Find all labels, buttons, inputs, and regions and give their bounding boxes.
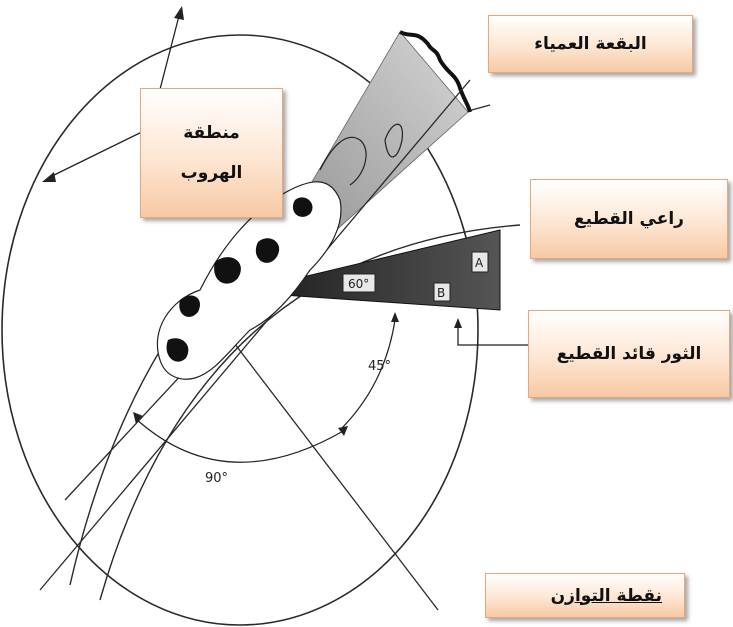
blind-spot-label: البقعة العمياء xyxy=(488,15,693,73)
angle-side-label: 45° xyxy=(368,359,391,374)
flight-zone-text-line2: الهروب xyxy=(180,163,243,183)
marker-box-a xyxy=(471,251,489,273)
inner-arc-2 xyxy=(99,224,521,601)
leader-bull-label: الثور قائد القطيع xyxy=(528,310,730,398)
arrow-left-head xyxy=(42,172,56,182)
bull-arrow-head xyxy=(454,318,462,328)
angle-bottom-label: 90° xyxy=(205,471,228,486)
marker-a: A xyxy=(475,256,484,270)
marker-b: B xyxy=(437,286,445,300)
angle-box-front xyxy=(342,273,376,293)
herd-herder-text: راعي القطيع xyxy=(574,209,684,229)
bull-connector-arrow xyxy=(457,325,528,346)
arrow-90-left xyxy=(133,412,143,424)
cow-figure xyxy=(156,123,404,380)
flight-zone-label: منطقة الهروب xyxy=(140,88,283,218)
balance-point-line xyxy=(227,334,439,611)
arrow-up-head xyxy=(174,6,184,20)
angle-arc-45 xyxy=(339,319,396,431)
flight-zone-arrow-left xyxy=(47,127,151,179)
herd-herder-label: راعي القطيع xyxy=(530,179,728,259)
blind-spot-brace xyxy=(399,30,472,113)
arrow-90-right xyxy=(338,426,348,436)
diagonal-line-long xyxy=(39,79,471,591)
blind-spot-text: البقعة العمياء xyxy=(534,34,647,54)
balance-point-text: نقطة التوازن xyxy=(550,585,662,606)
marker-box-b xyxy=(433,282,451,302)
arrow-45 xyxy=(391,312,399,322)
outer-zone-circle xyxy=(1,34,479,626)
leader-bull-text: الثور قائد القطيع xyxy=(556,344,702,364)
balance-point-label: نقطة التوازن xyxy=(485,573,685,618)
flight-zone-text-line1: منطقة xyxy=(183,123,240,143)
angle-front-label: 60° xyxy=(348,277,369,291)
angle-arc-90 xyxy=(134,417,346,463)
